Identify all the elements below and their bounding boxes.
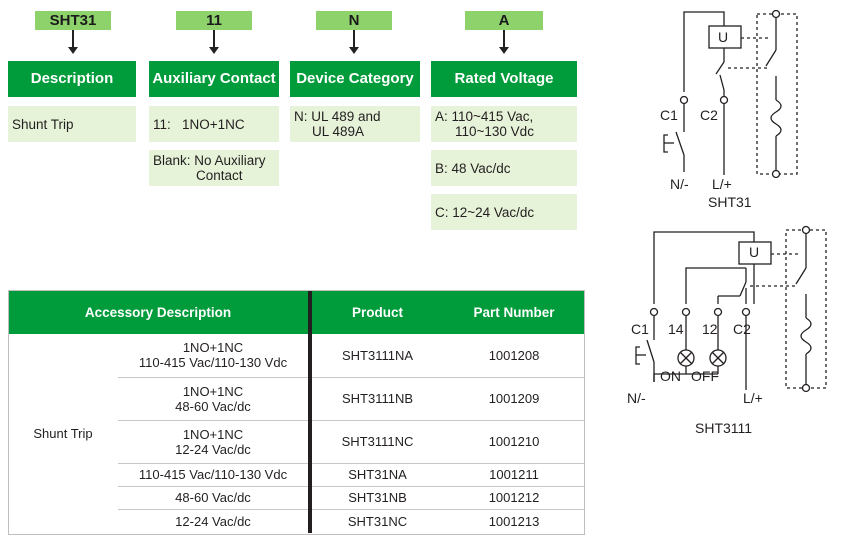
row-product: SHT31NC [308,509,443,533]
wiring-diagram-sht3111 [635,225,827,393]
option-aux-11: 11: 1NO+1NC [149,106,279,142]
option-voltage-b: B: 48 Vac/dc [431,150,577,186]
row-part-number: 1001211 [443,463,585,487]
header-device-category: Device Category [290,61,420,97]
label-c1: C1 [631,321,649,337]
option-voltage-c: C: 12~24 Vac/dc [431,194,577,230]
row-description: 110-415 Vac/110-130 Vdc [118,463,310,487]
option-shunt-trip: Shunt Trip [8,106,136,142]
diagram-title-sht31: SHT31 [708,194,752,210]
row-part-number: 1001209 [443,377,585,421]
code-n: N [316,11,392,30]
label-l: L/+ [712,176,732,192]
row-part-number: 1001212 [443,486,585,510]
col-part-number: Part Number [443,290,585,334]
label-c1: C1 [660,107,678,123]
group-shunt-trip: Shunt Trip [33,426,93,441]
row-part-number: 1001213 [488,513,540,529]
row-product: SHT3111NB [308,377,443,421]
table-row: 48-60 Vac/dc SHT31NB 1001212 [8,486,585,510]
row-part-number: 1001210 [443,420,585,464]
table-row: 12-24 Vac/dc SHT31NC 1001213 [8,509,585,533]
col-accessory-description: Accessory Description [8,290,310,334]
arrow-down-icon [349,30,359,54]
label-on: ON [660,368,681,384]
arrow-down-icon [68,30,78,54]
row-product: SHT31NA [308,463,443,487]
row-product: SHT31NB [308,486,443,510]
row-description: 48-60 Vac/dc [118,486,310,510]
row-product: SHT3111NA [308,334,443,378]
diagram-title-sht3111: SHT3111 [695,420,753,436]
label-l: L/+ [743,390,763,406]
coil-box [738,241,772,265]
label-14: 14 [668,321,684,337]
table-row: 110-415 Vac/110-130 Vdc SHT31NA 1001211 [8,463,585,487]
label-12: 12 [702,321,718,337]
arrow-down-icon [209,30,219,54]
header-description: Description [8,61,136,97]
label-u: U [749,244,760,260]
arrow-down-icon [499,30,509,54]
row-description: 12-24 Vac/dc [175,513,251,529]
wiring-diagram-sht31 [663,9,798,179]
label-c2: C2 [700,107,718,123]
coil-box [708,25,742,49]
code-sht31: SHT31 [35,11,111,30]
option-category-n: N: UL 489 and UL 489A [290,106,420,142]
option-voltage-a: A: 110~415 Vac, 110~130 Vdc [431,106,577,142]
label-u: U [718,29,729,45]
label-n: N/- [627,390,646,406]
row-part-number: 1001208 [443,334,585,378]
label-n: N/- [670,176,689,192]
label-c2: C2 [733,321,751,337]
option-aux-blank: Blank: No Auxiliary Contact [149,150,279,186]
code-11: 11 [176,11,252,30]
label-off: OFF [691,368,719,384]
code-a: A [465,11,543,30]
accessory-table: Accessory Description Product Part Numbe… [8,290,585,533]
header-auxiliary-contact: Auxiliary Contact [149,61,279,97]
row-product: SHT3111NC [308,420,443,464]
col-product: Product [308,290,443,334]
header-rated-voltage: Rated Voltage [431,61,577,97]
